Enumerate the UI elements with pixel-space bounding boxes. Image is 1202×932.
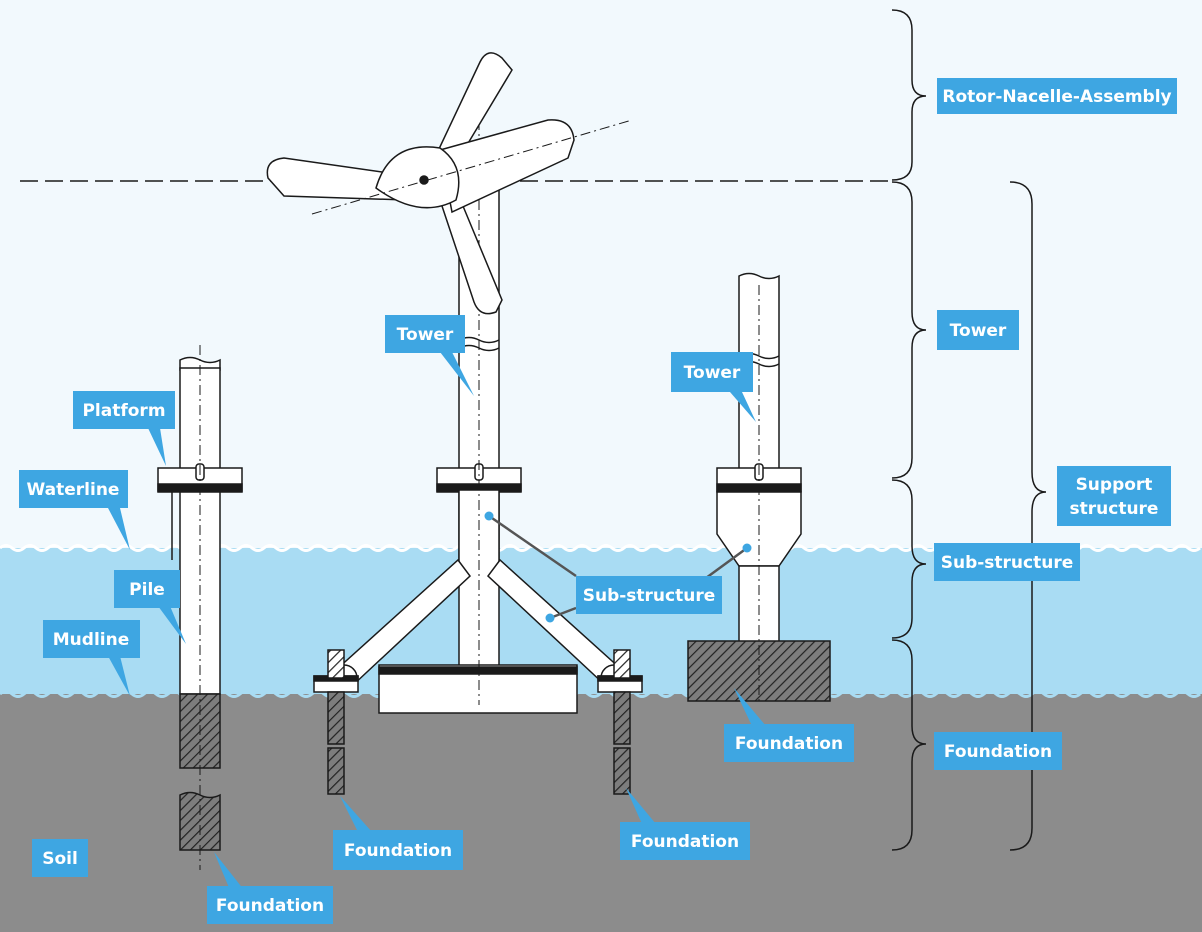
label-text: Foundation — [631, 832, 739, 852]
tripod-right-pile-lower — [613, 747, 631, 795]
label-box — [19, 470, 128, 508]
label-text: Tower — [950, 321, 1007, 341]
leader-substructure-to-brace — [549, 606, 577, 620]
label-box — [207, 886, 333, 924]
label-pile: Pile — [114, 570, 180, 608]
dot-tower — [484, 511, 494, 521]
brace-support-structure — [1009, 181, 1047, 851]
monopile-pile-lower — [179, 791, 221, 851]
brace-tower — [891, 181, 927, 479]
label-platform: Platform — [73, 391, 175, 429]
brace-foundation — [891, 639, 927, 851]
pointer-foundation-tripod-left — [340, 796, 372, 832]
pointer-tower-third — [730, 392, 756, 422]
label-box — [576, 576, 722, 614]
label-text-line2: structure — [1070, 499, 1159, 519]
tripod-left-pile-top — [327, 649, 345, 679]
pointer-pile — [158, 606, 186, 644]
label-box — [1057, 466, 1171, 526]
label-box — [32, 839, 88, 877]
brace-sub-structure — [891, 479, 927, 639]
blade-left — [266, 157, 411, 201]
label-text-line1: Support — [1076, 475, 1153, 495]
label-support-structure: Support structure — [1057, 466, 1171, 526]
rotor-shaft-axis — [311, 119, 633, 215]
tripod-structure — [313, 100, 643, 795]
label-text: Foundation — [735, 734, 843, 754]
tripod-right-pile-top — [613, 649, 631, 679]
label-tower-center: Tower — [385, 315, 465, 353]
label-text: Tower — [684, 363, 741, 383]
label-box — [43, 620, 140, 658]
spinner — [375, 146, 460, 209]
label-box — [620, 822, 750, 860]
label-text: Foundation — [944, 742, 1052, 762]
hub-center — [419, 175, 429, 185]
nacelle — [439, 119, 575, 214]
gravity-base-structure — [687, 272, 831, 705]
substructure-leader-dots — [484, 511, 752, 623]
pointer-mudline — [108, 656, 130, 696]
label-sub-structure-center: Sub-structure — [576, 576, 722, 614]
brace-rotor-nacelle-assembly — [891, 9, 927, 181]
label-foundation-gravity: Foundation — [724, 724, 854, 762]
pointer-foundation-tripod-right — [626, 788, 656, 824]
label-foundation-tripod-right: Foundation — [620, 822, 750, 860]
monopile-structure — [157, 345, 243, 870]
tripod-right-pile — [613, 691, 631, 745]
leader-substructure-to-tower — [488, 514, 577, 578]
label-text: Tower — [397, 325, 454, 345]
label-foundation-monopile: Foundation — [207, 886, 333, 924]
pointer-foundation-gravity — [734, 688, 766, 726]
label-tower-third: Tower — [671, 352, 753, 392]
label-box — [333, 830, 463, 870]
label-box — [934, 732, 1062, 770]
label-box — [724, 724, 854, 762]
label-box — [934, 543, 1080, 581]
pointer-platform — [148, 428, 166, 466]
label-text: Foundation — [344, 841, 452, 861]
label-sub-structure-right: Sub-structure — [934, 543, 1080, 581]
callout-pointers — [108, 352, 766, 890]
label-text: Platform — [82, 401, 165, 421]
label-box — [73, 391, 175, 429]
label-text: Soil — [42, 849, 78, 869]
blade-upper — [428, 52, 513, 171]
blade-lower — [439, 193, 503, 315]
label-rotor-nacelle-assembly: Rotor-Nacelle-Assembly — [937, 78, 1177, 114]
substructure-leaders — [488, 514, 748, 620]
gravity-tower — [738, 272, 780, 481]
dot-cone — [742, 543, 752, 553]
rotor-nacelle-assembly — [266, 52, 633, 315]
label-box — [671, 352, 753, 392]
label-box — [114, 570, 180, 608]
leader-substructure-to-cone — [705, 546, 748, 580]
label-box — [385, 315, 465, 353]
label-text: Sub-structure — [941, 553, 1074, 573]
braces — [891, 9, 1047, 851]
pointer-tower-center — [440, 352, 474, 396]
label-text: Sub-structure — [583, 586, 716, 606]
label-text: Pile — [129, 580, 165, 600]
label-tower-right: Tower — [937, 310, 1019, 350]
label-foundation-tripod-left: Foundation — [333, 830, 463, 870]
label-text: Waterline — [27, 480, 120, 500]
label-soil: Soil — [32, 839, 88, 877]
label-mudline: Mudline — [43, 620, 140, 658]
dot-brace — [545, 613, 555, 623]
tripod-left-pile — [327, 691, 345, 745]
label-box — [937, 78, 1177, 114]
label-text: Foundation — [216, 896, 324, 916]
label-foundation-right: Foundation — [934, 732, 1062, 770]
tripod-left-pile-lower — [327, 747, 345, 795]
label-text: Rotor-Nacelle-Assembly — [942, 87, 1171, 107]
pointer-foundation-monopile — [214, 852, 244, 890]
label-box — [937, 310, 1019, 350]
label-text: Mudline — [53, 630, 129, 650]
label-waterline: Waterline — [19, 470, 128, 508]
pointer-waterline — [108, 508, 130, 550]
tripod-base-band — [378, 666, 578, 675]
